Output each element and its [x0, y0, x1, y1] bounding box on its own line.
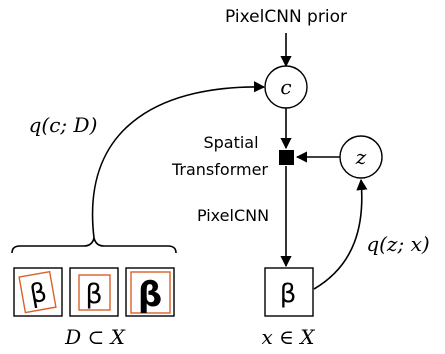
- pixelcnn-label: PixelCNN: [197, 206, 269, 225]
- d-image-2: β: [69, 267, 119, 317]
- d-set-brace: [11, 237, 177, 254]
- d-subset-x-label: D ⊂ X: [64, 325, 126, 349]
- x-in-x-label: x ∈ X: [261, 325, 315, 349]
- d-glyph-1: β: [28, 278, 50, 310]
- transformer-label: Transformer: [171, 160, 268, 179]
- x-image-box: [264, 267, 314, 317]
- crop-box-3: [130, 271, 171, 314]
- d-glyph-3: β: [138, 275, 162, 315]
- x-to-z-curve: [313, 178, 368, 290]
- q-c-label: q(c; D): [29, 113, 98, 137]
- d-to-c-curve: [91, 81, 266, 239]
- x-glyph: β: [280, 279, 297, 309]
- crop-box-1: [18, 270, 57, 314]
- d-image-3: β: [125, 267, 175, 317]
- pixelcnn-prior-label: PixelCNN prior: [225, 7, 347, 27]
- crop-box-2: [78, 274, 111, 311]
- z-node-label: z: [355, 145, 367, 169]
- spatial-transformer-node: [279, 150, 294, 165]
- d-glyph-2: β: [85, 279, 102, 310]
- c-node-label: c: [280, 75, 291, 99]
- q-z-label: q(z; x): [366, 232, 429, 256]
- spatial-label: Spatial: [203, 133, 258, 152]
- d-image-1: β: [13, 267, 63, 317]
